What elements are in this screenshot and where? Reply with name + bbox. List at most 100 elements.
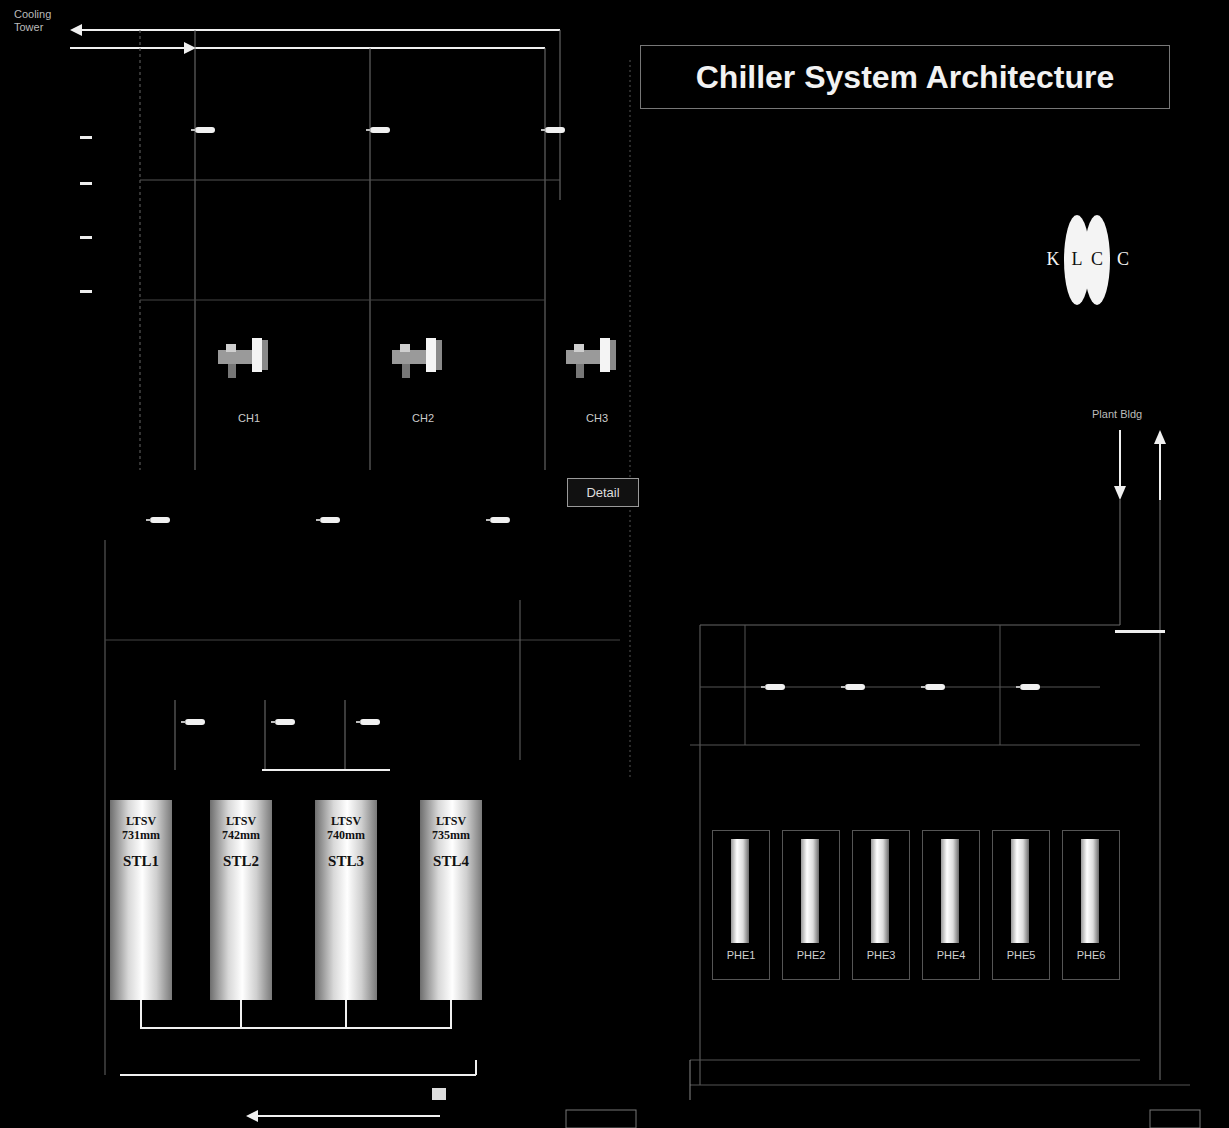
logo-letter: K	[1044, 249, 1062, 270]
storage-tank: LTSV 731mmSTL1	[110, 800, 172, 1000]
node-label: PHE2	[785, 949, 837, 961]
pipe	[560, 30, 561, 200]
pump-symbol	[921, 684, 945, 690]
pipe	[700, 625, 701, 1085]
node-label: PHE6	[1065, 949, 1117, 961]
valve-symbol	[191, 127, 215, 133]
node-label: PHE5	[995, 949, 1047, 961]
pipe	[700, 625, 1120, 626]
pipe	[140, 30, 141, 470]
pipe	[690, 1060, 691, 1100]
chiller-label: CH2	[412, 412, 434, 425]
chiller-symbol	[566, 338, 616, 378]
flow-line	[1119, 430, 1121, 490]
pipe	[630, 60, 631, 780]
node-label: LTSV 740mm	[318, 814, 374, 843]
heat-exchanger: PHE4	[922, 830, 980, 980]
indicator	[80, 290, 92, 293]
flow-line	[1159, 440, 1161, 500]
logo-letter: C	[1114, 249, 1132, 270]
header-pipe	[241, 1000, 346, 1028]
node-label: PHE1	[715, 949, 767, 961]
chiller-label: CH1	[238, 412, 260, 425]
logo-shape	[1084, 215, 1110, 305]
valve-symbol	[366, 127, 390, 133]
indicator	[80, 136, 92, 139]
valve-symbol	[316, 517, 340, 523]
flow-arrow	[1114, 486, 1126, 500]
node-label: Detail	[576, 485, 630, 500]
pipe	[545, 48, 546, 470]
pipe	[690, 1060, 1140, 1061]
heat-exchanger: PHE3	[852, 830, 910, 980]
indicator	[1115, 630, 1165, 633]
valve-symbol	[541, 127, 565, 133]
pump-symbol	[271, 719, 295, 725]
indicator	[80, 182, 92, 185]
pipe	[1120, 500, 1121, 625]
heat-exchanger: PHE5	[992, 830, 1050, 980]
node-label: PHE3	[855, 949, 907, 961]
node-label: LTSV 735mm	[423, 814, 479, 843]
button-outline	[566, 1110, 636, 1128]
pipe	[105, 640, 620, 641]
node-sublabel: STL4	[423, 853, 479, 870]
pipe	[1000, 625, 1001, 745]
pipe	[745, 625, 746, 745]
logo-letter: L	[1069, 249, 1085, 270]
pipe	[140, 180, 560, 181]
title-box: Chiller System Architecture	[640, 45, 1170, 109]
node-sublabel: STL3	[318, 853, 374, 870]
header-pipe	[141, 1000, 241, 1028]
pipe	[195, 30, 196, 470]
heat-exchanger: PHE2	[782, 830, 840, 980]
pipe	[690, 1085, 1190, 1086]
node-label: PHE4	[925, 949, 977, 961]
node-sublabel: STL2	[213, 853, 269, 870]
storage-tank: LTSV 735mmSTL4	[420, 800, 482, 1000]
pipe-label: Cooling Tower	[14, 8, 68, 33]
heat-exchanger: PHE1	[712, 830, 770, 980]
logo-letter: C	[1089, 249, 1105, 270]
pump-symbol	[841, 684, 865, 690]
node-label: LTSV 731mm	[113, 814, 169, 843]
flow-arrow	[184, 42, 196, 54]
valve-symbol	[146, 517, 170, 523]
detail-button: Detail	[567, 478, 639, 507]
header-pipe	[475, 1060, 477, 1075]
pipe	[370, 48, 371, 470]
pipe	[140, 300, 545, 301]
pipe	[1160, 500, 1161, 1080]
flow-arrow	[1154, 430, 1166, 444]
flow-arrow	[70, 24, 82, 36]
pump-symbol	[761, 684, 785, 690]
pump-symbol	[356, 719, 380, 725]
pipe	[105, 540, 106, 1075]
pipe	[345, 700, 346, 770]
pump-symbol	[432, 1088, 446, 1100]
flow-arrow	[246, 1110, 258, 1122]
header-pipe	[346, 1000, 451, 1028]
header-pipe	[120, 1074, 476, 1076]
chiller-label: CH3	[586, 412, 608, 425]
pump-symbol	[1016, 684, 1040, 690]
pipe	[262, 769, 390, 771]
pipe	[175, 700, 176, 770]
node-label: LTSV 742mm	[213, 814, 269, 843]
chiller-symbol	[392, 338, 442, 378]
pipe	[520, 600, 521, 760]
chiller-symbol	[218, 338, 268, 378]
pipe	[690, 745, 1140, 746]
return-pipe	[70, 47, 545, 49]
storage-tank: LTSV 740mmSTL3	[315, 800, 377, 1000]
flow-label: Plant Bldg	[1092, 408, 1142, 421]
storage-tank: LTSV 742mmSTL2	[210, 800, 272, 1000]
return-pipe	[250, 1115, 440, 1117]
pipe	[265, 700, 266, 770]
pump-symbol	[181, 719, 205, 725]
diagram-title: Chiller System Architecture	[696, 59, 1115, 96]
button-outline	[1150, 1110, 1200, 1128]
valve-symbol	[486, 517, 510, 523]
heat-exchanger: PHE6	[1062, 830, 1120, 980]
node-sublabel: STL1	[113, 853, 169, 870]
